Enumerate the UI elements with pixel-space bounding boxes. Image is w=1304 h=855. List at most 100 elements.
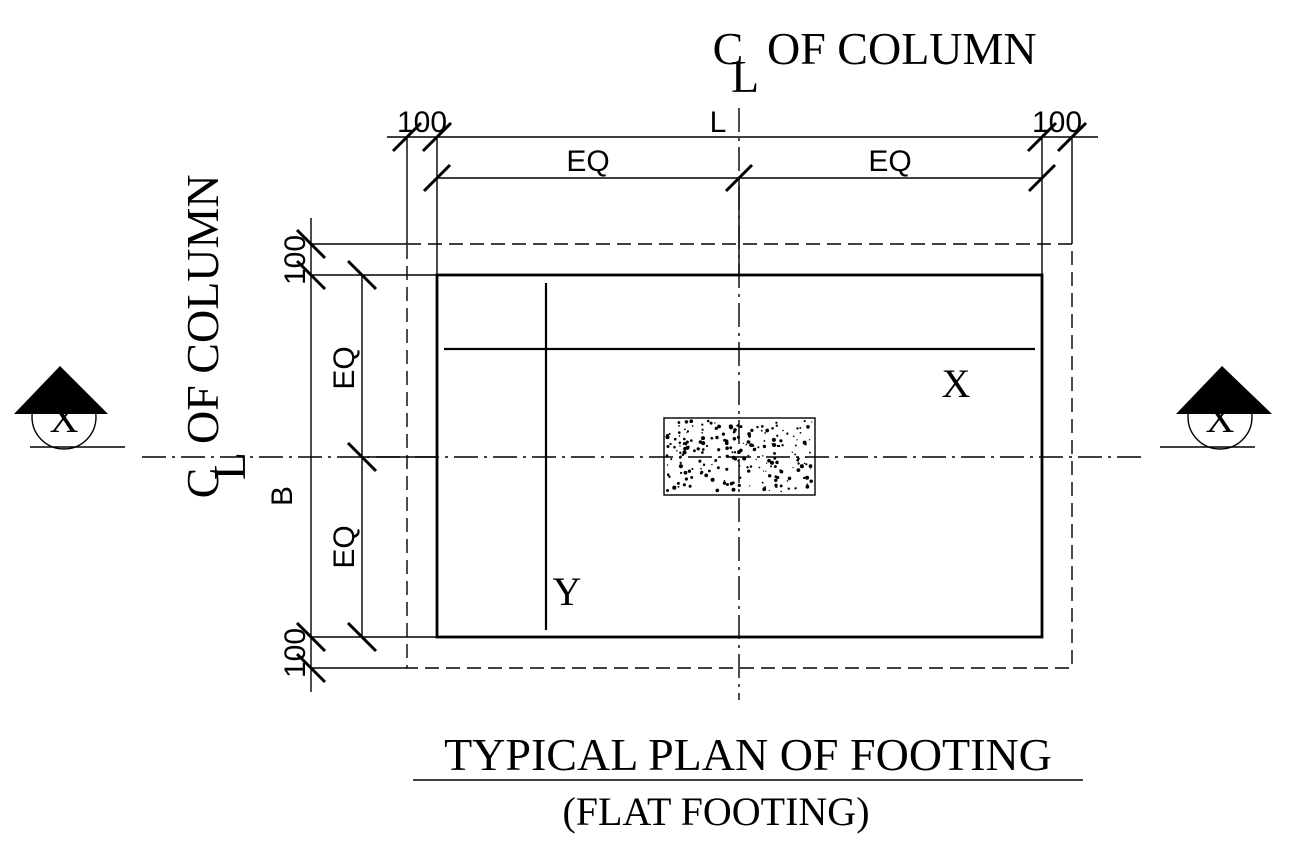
concrete-speckle (811, 421, 813, 423)
concrete-speckle (715, 435, 719, 440)
concrete-speckle (733, 451, 737, 454)
concrete-speckle (731, 451, 734, 454)
concrete-speckle (736, 424, 738, 427)
centerline-of-column-text: OF COLUMN (767, 23, 1037, 74)
concrete-speckle (710, 477, 715, 482)
concrete-speckle (760, 425, 764, 428)
concrete-speckle (775, 424, 778, 427)
concrete-speckle (714, 426, 718, 431)
concrete-speckle (698, 448, 701, 450)
concrete-speckle (749, 443, 753, 447)
concrete-speckle (685, 440, 689, 444)
vertical-centerline-label: C L OF COLUMN (713, 23, 1037, 102)
concrete-speckle (684, 477, 689, 481)
dim-eq-left: EQ (566, 145, 609, 178)
dim-length-L: L (710, 106, 727, 139)
concrete-speckle (705, 444, 709, 448)
concrete-speckle (726, 483, 729, 486)
concrete-speckle (771, 437, 776, 442)
concrete-speckle (806, 425, 810, 429)
concrete-speckle (717, 448, 721, 452)
concrete-speckle (668, 475, 671, 479)
concrete-speckle (729, 446, 733, 450)
concrete-speckle (808, 464, 813, 468)
concrete-speckle (754, 447, 757, 450)
concrete-speckle (739, 425, 743, 429)
dim-top-right-100: 100 (1032, 106, 1082, 139)
concrete-speckle (776, 434, 779, 437)
concrete-speckle (779, 469, 784, 474)
concrete-speckle (701, 428, 704, 431)
concrete-speckle (733, 457, 738, 461)
concrete-speckle (796, 468, 801, 472)
concrete-speckle (803, 420, 806, 423)
concrete-speckle (682, 437, 686, 441)
concrete-speckle (768, 489, 770, 492)
concrete-speckle (786, 480, 789, 482)
concrete-speckle (673, 445, 676, 449)
centerline-l-symbol-rotated: L (204, 452, 255, 480)
concrete-speckle (684, 428, 686, 431)
concrete-speckle (733, 481, 735, 484)
concrete-speckle (692, 449, 696, 453)
concrete-speckle (757, 446, 760, 449)
concrete-speckle (691, 425, 694, 427)
concrete-speckle (796, 427, 799, 430)
concrete-speckle (678, 435, 681, 437)
concrete-speckle (762, 455, 764, 457)
concrete-speckle (700, 436, 706, 441)
concrete-speckle (731, 487, 736, 492)
concrete-speckle (771, 443, 773, 445)
concrete-speckle (686, 430, 689, 433)
concrete-speckle (768, 474, 772, 478)
concrete-speckle (805, 484, 810, 489)
concrete-speckle (774, 478, 778, 483)
section-marker-left: X (14, 366, 125, 450)
concrete-speckle (806, 483, 809, 486)
dim-top-left-100: 100 (397, 106, 447, 139)
concrete-speckle (792, 466, 794, 469)
concrete-speckle (701, 423, 704, 426)
concrete-speckle (775, 460, 779, 465)
concrete-speckle (701, 448, 705, 451)
concrete-speckle (669, 442, 672, 446)
concrete-speckle (717, 424, 722, 429)
concrete-speckle (805, 475, 810, 480)
concrete-speckle (786, 432, 789, 435)
concrete-speckle (767, 458, 771, 463)
concrete-speckle (679, 445, 681, 447)
centerline-c-symbol-rotated: C (177, 468, 228, 499)
concrete-speckle (678, 441, 682, 444)
concrete-speckle (676, 481, 680, 485)
concrete-speckle (765, 428, 770, 433)
concrete-speckle (760, 429, 763, 432)
concrete-speckle (758, 466, 761, 469)
concrete-speckle (711, 464, 713, 466)
concrete-speckle (686, 432, 688, 434)
concrete-speckle (775, 421, 778, 424)
concrete-speckle (808, 451, 811, 454)
concrete-speckle (665, 454, 669, 457)
pcc-outline (406, 243, 1073, 669)
concrete-speckle (762, 470, 765, 472)
dim-left-bottom-100: 100 (279, 628, 312, 678)
concrete-speckle (796, 439, 798, 441)
top-dimensions (387, 121, 1098, 275)
concrete-speckle (787, 487, 791, 490)
dim-left-top-100: 100 (279, 235, 312, 285)
concrete-speckle (774, 483, 778, 487)
concrete-speckle (708, 469, 711, 473)
concrete-speckle (689, 439, 693, 442)
concrete-speckle (773, 457, 777, 460)
concrete-speckle (771, 427, 774, 430)
concrete-speckle (809, 466, 812, 469)
rebar-x-label: X (942, 361, 971, 406)
concrete-speckle (696, 447, 700, 451)
concrete-speckle (762, 487, 767, 492)
section-label-right: X (1206, 396, 1235, 441)
concrete-speckle (665, 435, 670, 440)
concrete-speckle (714, 422, 716, 424)
concrete-speckle (764, 432, 767, 434)
concrete-speckle (725, 446, 729, 450)
concrete-speckle (698, 459, 702, 463)
